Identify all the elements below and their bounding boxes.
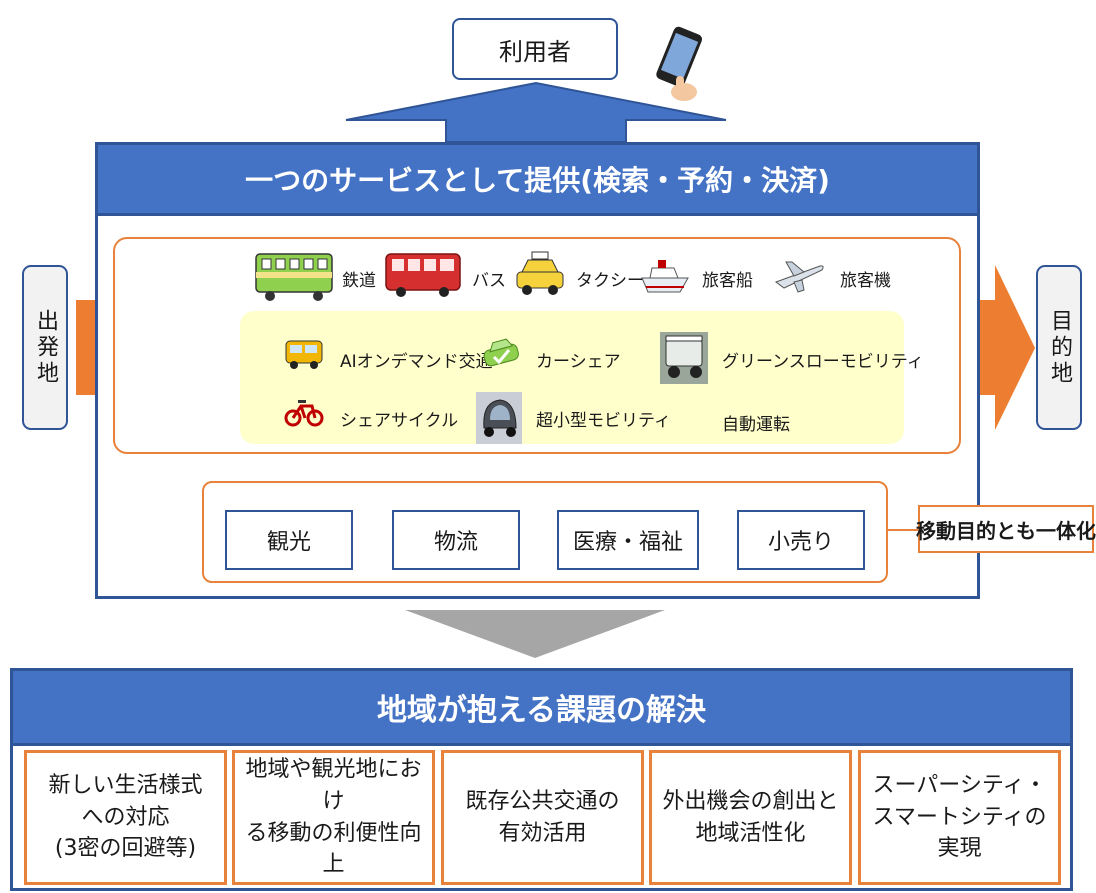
issue-label: 地域や観光地におけ る移動の利便性向上 xyxy=(245,756,422,878)
mode-label-bus: バス xyxy=(472,271,506,291)
issue-outing-revitalization: 外出機会の創出と 地域活性化 xyxy=(649,750,852,885)
mode-label-airplane: 旅客機 xyxy=(840,271,891,291)
down-arrow-to-issues xyxy=(405,610,665,658)
origin-label: 出発地 xyxy=(33,308,58,387)
airplane-icon xyxy=(774,261,824,293)
ondemand-bus-icon xyxy=(285,340,323,369)
purpose-tourism: 観光 xyxy=(225,510,353,570)
integration-label: 移動目的とも一体化 xyxy=(916,505,1096,553)
purpose-label-retail: 小売り xyxy=(767,530,834,555)
mode-label-taxi: タクシー xyxy=(576,271,644,291)
nm-label-micro-mobility: 超小型モビリティ xyxy=(536,411,671,431)
new-mobility-panel xyxy=(240,311,904,444)
issues-title: 地域が抱える課題の解決 xyxy=(376,693,707,728)
issue-super-smart-city: スーパーシティ・ スマートシティの 実現 xyxy=(858,750,1061,885)
share-cycle-icon xyxy=(284,400,324,427)
service-header: 一つのサービスとして提供(検索・予約・決済) xyxy=(95,142,980,216)
ship-icon xyxy=(641,260,689,293)
bus-icon xyxy=(385,253,461,297)
purpose-logistics: 物流 xyxy=(392,510,520,570)
micro-mobility-icon xyxy=(476,392,522,444)
purpose-medical-welfare: 医療・福祉 xyxy=(557,510,699,570)
purpose-label-logistics: 物流 xyxy=(433,530,478,555)
train-icon xyxy=(255,253,333,301)
nm-label-autonomous: 自動運転 xyxy=(722,415,790,435)
nm-label-green-slow: グリーンスローモビリティ xyxy=(722,352,924,372)
origin-box: 出発地 xyxy=(22,265,68,430)
issue-public-transport: 既存公共交通の 有効活用 xyxy=(441,750,644,885)
issue-label: 既存公共交通の 有効活用 xyxy=(465,788,620,846)
issues-header: 地域が抱える課題の解決 xyxy=(10,668,1073,746)
taxi-icon xyxy=(516,251,564,295)
user-label: 利用者 xyxy=(499,37,571,66)
destination-label: 目的地 xyxy=(1047,308,1072,387)
purpose-label-medical: 医療・福祉 xyxy=(572,530,683,555)
issue-mobility-convenience: 地域や観光地におけ る移動の利便性向上 xyxy=(232,750,435,885)
service-title: 一つのサービスとして提供(検索・予約・決済) xyxy=(245,164,830,197)
up-arrow-to-user xyxy=(345,81,727,143)
nm-label-share-cycle: シェアサイクル xyxy=(340,411,459,431)
issue-new-lifestyle: 新しい生活様式 への対応 (3密の回避等) xyxy=(24,750,227,885)
integration-text: 移動目的とも一体化 xyxy=(916,518,1096,543)
user-box: 利用者 xyxy=(452,18,618,80)
purpose-label-tourism: 観光 xyxy=(266,530,311,555)
smartphone-icon xyxy=(656,26,703,101)
purpose-retail: 小売り xyxy=(737,510,865,570)
integration-connector xyxy=(887,529,919,531)
destination-box: 目的地 xyxy=(1036,265,1082,430)
green-slow-mobility-icon xyxy=(660,332,708,384)
issue-label: スーパーシティ・ スマートシティの 実現 xyxy=(872,772,1047,862)
issue-label: 新しい生活様式 への対応 (3密の回避等) xyxy=(48,772,203,862)
carshare-icon xyxy=(483,338,519,367)
mode-label-train: 鉄道 xyxy=(342,271,376,291)
mode-label-ship: 旅客船 xyxy=(702,271,753,291)
issue-label: 外出機会の創出と 地域活性化 xyxy=(662,788,839,846)
nm-label-carshare: カーシェア xyxy=(536,352,621,372)
nm-label-ondemand: AIオンデマンド交通 xyxy=(340,352,493,372)
